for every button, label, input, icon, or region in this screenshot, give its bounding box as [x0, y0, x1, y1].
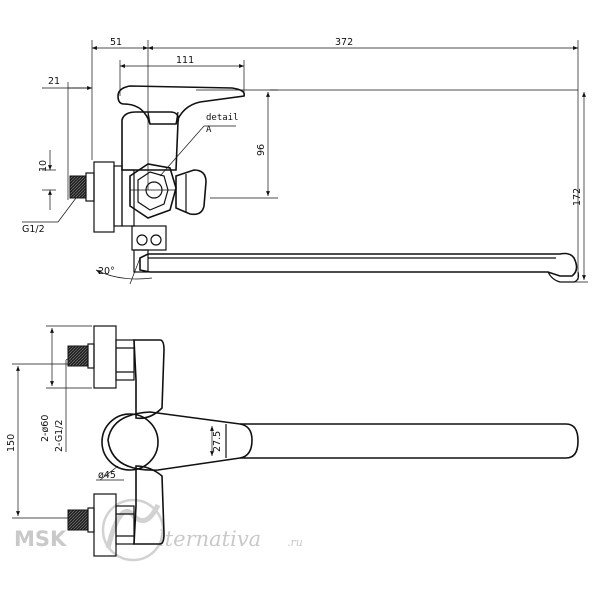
- dim-thread-height: 10: [38, 160, 49, 172]
- front-view: 51 372 111 21 10 G1/2: [22, 37, 588, 285]
- dim-lever-length: 111: [176, 55, 194, 66]
- dim-offset-width: 51: [110, 37, 122, 48]
- dim-inlet-spacing: 150: [6, 434, 17, 452]
- dim-flange-diameter: 2-ø60: [40, 415, 51, 442]
- dim-total-length: 372: [335, 37, 353, 48]
- dim-inlet-offset: 21: [48, 76, 60, 87]
- dim-handle-width: 27.5: [212, 431, 223, 452]
- watermark: MSK lternativa .ru: [14, 498, 303, 562]
- watermark-logo-ring: [101, 498, 165, 562]
- detail-letter: A: [206, 125, 212, 135]
- dim-tilt-angle: 20°: [98, 266, 115, 277]
- dim-body-diameter: ø45: [98, 470, 116, 481]
- dim-spout-height: 96: [256, 144, 267, 156]
- top-view: 150 2-ø60 2-G1/2: [6, 325, 579, 557]
- watermark-domain: .ru: [287, 536, 303, 549]
- detail-label: detail: [206, 113, 239, 123]
- dim-inlet-threads: 2-G1/2: [54, 420, 65, 452]
- dim-thread-label: G1/2: [22, 224, 45, 235]
- dim-overall-height: 172: [572, 188, 583, 206]
- watermark-brand-left: MSK: [14, 527, 67, 551]
- watermark-logo-mark: [105, 503, 161, 549]
- watermark-brand-right: lternativa: [158, 527, 261, 551]
